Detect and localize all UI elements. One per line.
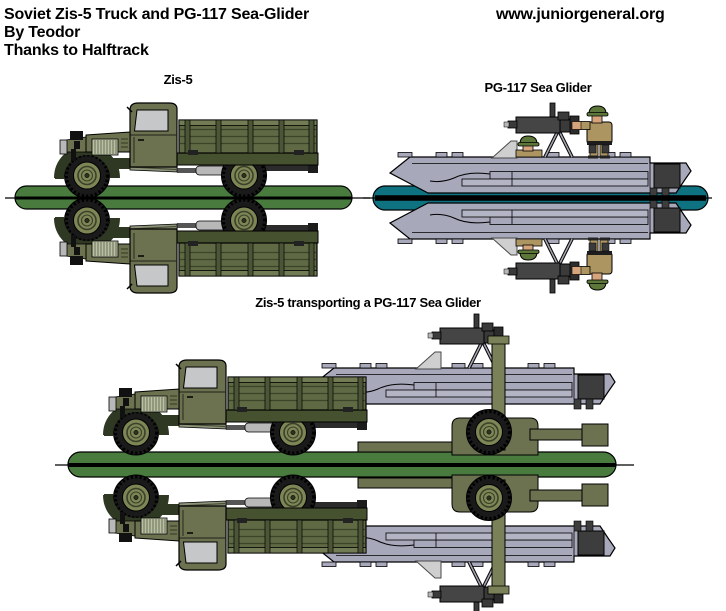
combined-mirrored bbox=[104, 475, 615, 611]
thanks-credit: Thanks to Halftrack bbox=[4, 42, 149, 59]
figure-label-combined: Zis-5 transporting a PG-117 Sea Glider bbox=[255, 295, 481, 310]
figure-combined bbox=[55, 314, 634, 611]
page-title: Soviet Zis-5 Truck and PG-117 Sea-Glider bbox=[4, 6, 310, 23]
site-url: www.juniorgeneral.org bbox=[496, 6, 665, 23]
author-credit: By Teodor bbox=[4, 24, 81, 41]
figure-zis5 bbox=[5, 103, 370, 293]
figure-label-glider: PG-117 Sea Glider bbox=[484, 80, 592, 95]
figure-label-zis5: Zis-5 bbox=[163, 72, 193, 87]
figure-sea-glider bbox=[363, 103, 712, 293]
zis5-truck-mirrored bbox=[55, 198, 318, 293]
sea-glider-mirrored bbox=[390, 198, 691, 293]
